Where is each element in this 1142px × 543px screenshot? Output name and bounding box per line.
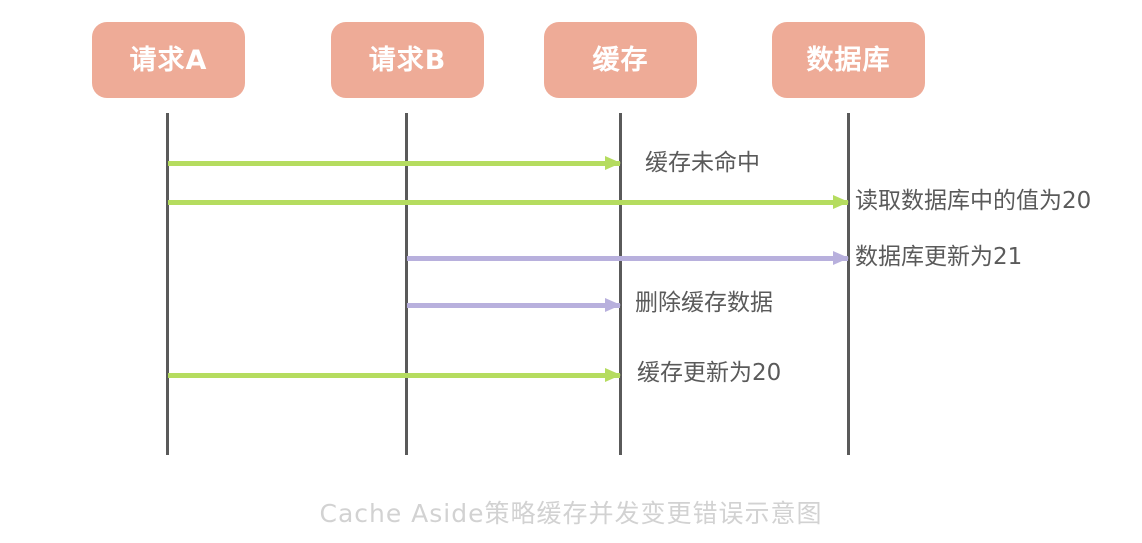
message-arrow-cache-update-20	[168, 368, 621, 382]
participant-label-request-a: 请求A	[129, 44, 208, 76]
participant-box-cache: 缓存	[544, 22, 697, 98]
arrow-shaft	[407, 303, 620, 308]
arrow-shaft	[168, 200, 848, 205]
message-arrow-cache-miss	[168, 156, 621, 170]
message-label-cache-miss: 缓存未命中	[645, 150, 760, 176]
arrow-shaft	[168, 373, 620, 378]
lifeline-database	[847, 113, 850, 455]
participant-label-request-b: 请求B	[368, 44, 447, 76]
arrow-head-icon	[833, 251, 849, 265]
arrow-head-icon	[605, 298, 621, 312]
arrow-head-icon	[833, 195, 849, 209]
participant-box-database: 数据库	[772, 22, 925, 98]
participant-label-database: 数据库	[806, 44, 891, 76]
message-label-delete-cache-data: 删除缓存数据	[635, 290, 773, 316]
message-label-read-db-value-20: 读取数据库中的值为20	[855, 188, 1092, 214]
message-label-cache-update-20: 缓存更新为20	[637, 360, 782, 386]
message-label-db-update-21: 数据库更新为21	[855, 244, 1023, 270]
arrow-shaft	[407, 256, 848, 261]
message-arrow-read-db-value-20	[168, 195, 849, 209]
message-arrow-db-update-21	[407, 251, 849, 265]
participant-box-request-a: 请求A	[92, 22, 245, 98]
diagram-caption: Cache Aside策略缓存并发变更错误示意图	[319, 499, 823, 528]
message-arrow-delete-cache-data	[407, 298, 621, 312]
arrow-head-icon	[605, 156, 621, 170]
participant-label-cache: 缓存	[592, 44, 649, 76]
arrow-shaft	[168, 161, 620, 166]
arrow-head-icon	[605, 368, 621, 382]
lifeline-request-a	[166, 113, 169, 455]
lifeline-request-b	[405, 113, 408, 455]
lifeline-cache	[619, 113, 622, 455]
participant-box-request-b: 请求B	[331, 22, 484, 98]
